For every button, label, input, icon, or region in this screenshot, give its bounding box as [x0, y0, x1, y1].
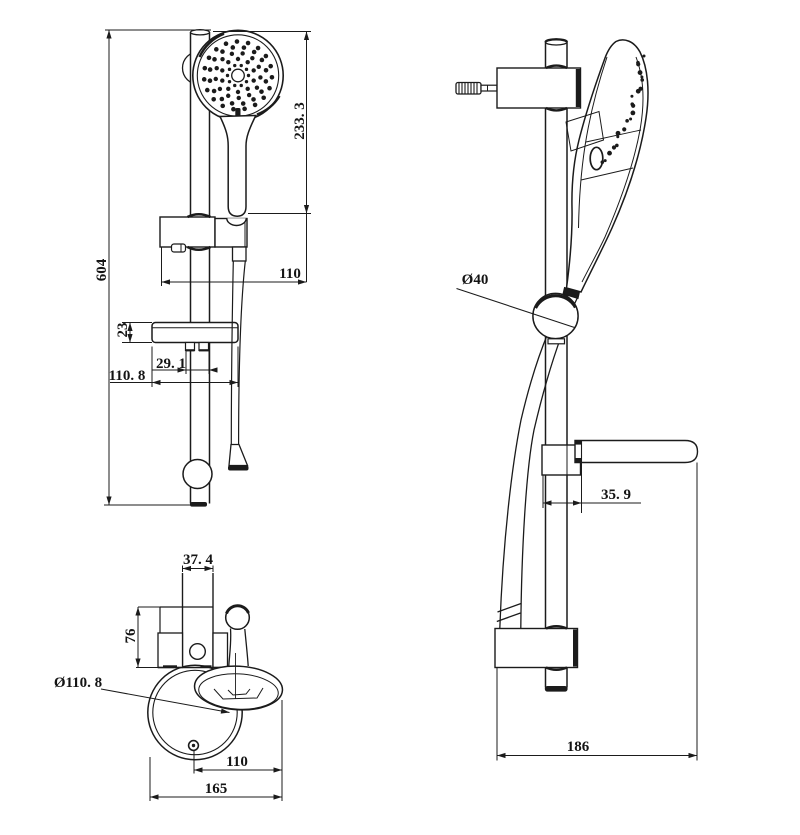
dim-total-width: 165 [205, 781, 228, 797]
mounting-screw-side [455, 81, 498, 95]
shower-head-front [192, 29, 285, 128]
wall-bracket-top [157, 632, 229, 669]
dim-total-height: 604 [94, 258, 110, 281]
handle-top [224, 604, 251, 667]
dim-head-length: 233. 3 [292, 102, 308, 140]
dim-bracket-offset: 110 [279, 266, 301, 282]
dim-ball-diameter: Ø40 [462, 272, 489, 288]
dim-dish-diameter: Ø110. 8 [54, 675, 102, 691]
dim-total-depth: 186 [567, 739, 590, 755]
dim-dish-offset: 35. 9 [601, 487, 631, 503]
soap-dish-side [541, 439, 699, 476]
slide-rail-front [181, 29, 217, 507]
wall-bracket-top-side [496, 64, 582, 112]
top-view: 37. 4 76 Ø110. 8 110 165 [54, 552, 284, 801]
ball-slider-side [456, 287, 579, 345]
slider-bracket-front [159, 212, 248, 253]
wall-bracket-bottom-side [494, 625, 579, 671]
shower-head-top [187, 653, 284, 752]
dimensions-top: 37. 4 76 Ø110. 8 110 165 [54, 552, 283, 801]
dimensions-side: Ø40 35. 9 186 [462, 272, 698, 761]
hose-front [228, 246, 249, 471]
front-view: 604 233. 3 110 23 29. 1 110. 8 [94, 29, 311, 507]
dim-rail-width: 37. 4 [183, 552, 214, 568]
shower-head-side [562, 39, 649, 300]
dim-bracket-depth: 76 [123, 628, 139, 644]
end-knob-front [182, 458, 213, 490]
rail-side [544, 38, 569, 692]
handle-front [218, 114, 258, 217]
soap-dish-front [151, 321, 239, 352]
dimensions-front: 604 233. 3 110 23 29. 1 110. 8 [94, 29, 311, 506]
dim-dish-width: 110. 8 [109, 368, 146, 384]
side-view: Ø40 35. 9 186 [455, 38, 699, 761]
dim-head-offset: 110 [226, 754, 248, 770]
dim-dish-thickness: 23 [115, 323, 131, 338]
